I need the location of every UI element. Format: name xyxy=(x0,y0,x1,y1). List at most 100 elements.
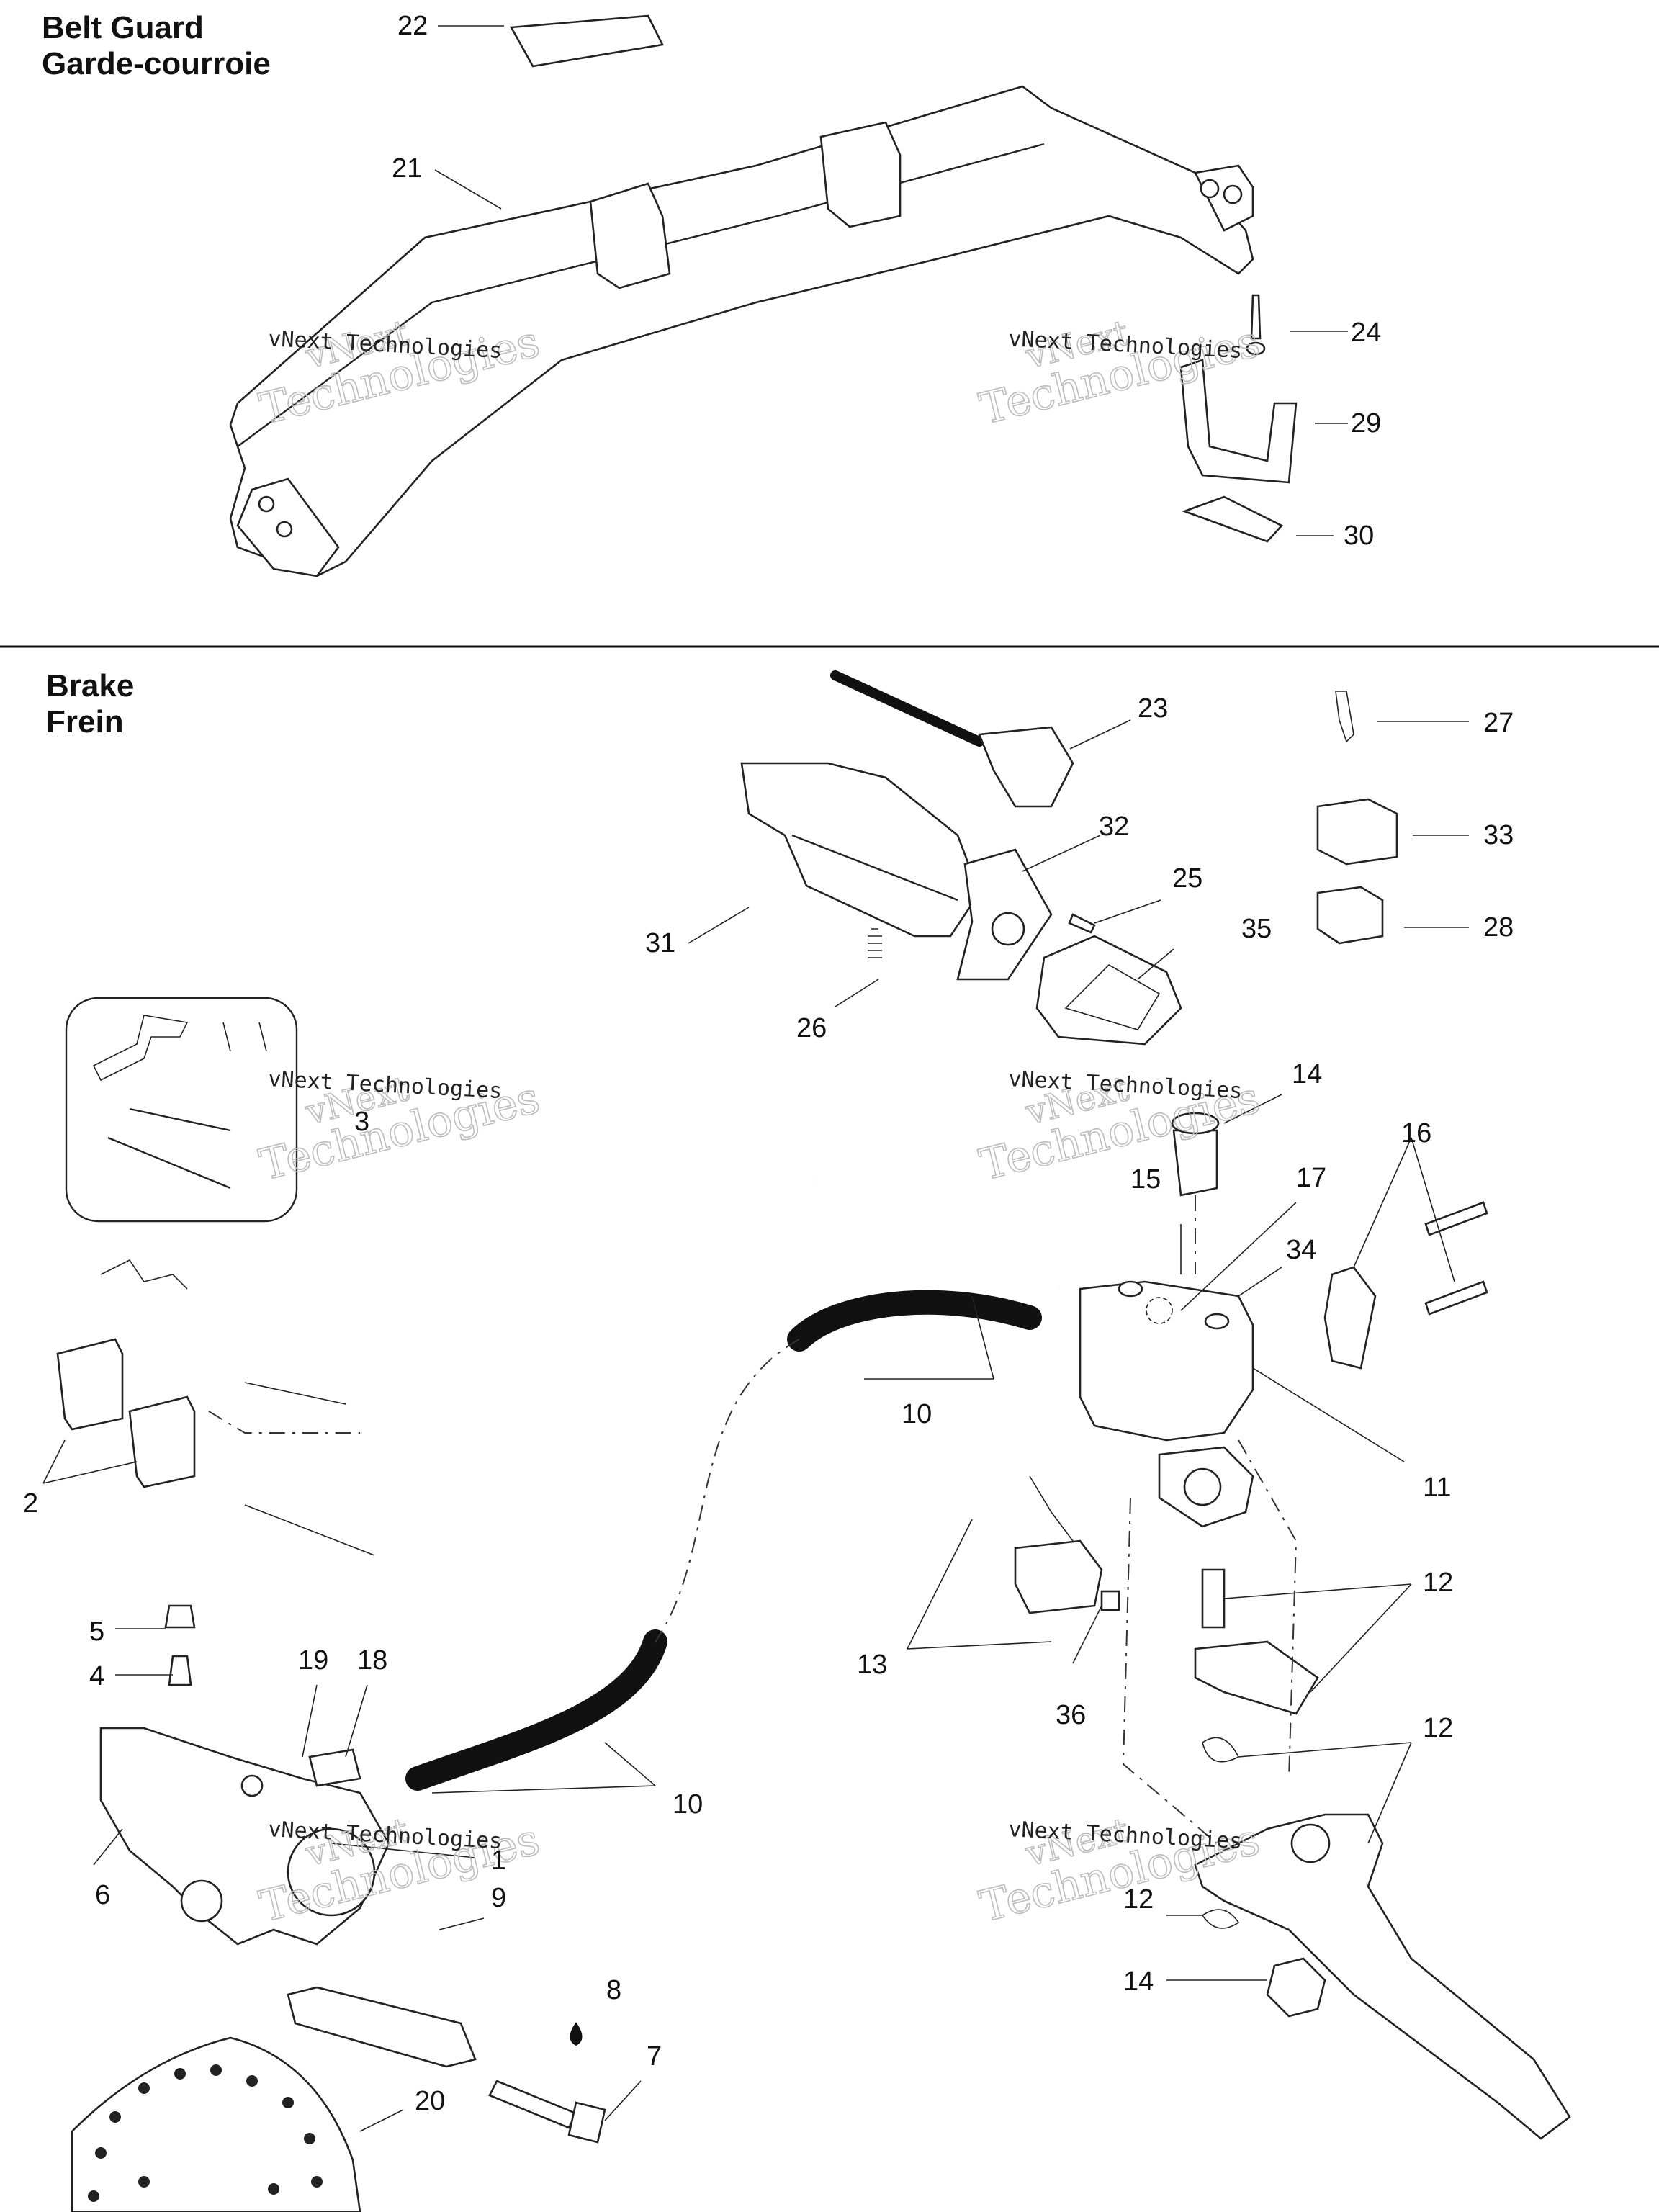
guard-hole-4 xyxy=(276,521,293,538)
callout-7: 7 xyxy=(647,2041,662,2072)
part-12-spring xyxy=(1202,1737,1240,1763)
callout-32: 32 xyxy=(1099,811,1129,842)
brake-lever-pivot xyxy=(1290,1823,1331,1863)
callout-2: 2 xyxy=(23,1488,38,1519)
part-17-diaphragm xyxy=(1146,1297,1173,1324)
callout-14-bottom: 14 xyxy=(1123,1966,1154,1997)
callout-12-a: 12 xyxy=(1423,1568,1453,1598)
part-2-pad-a xyxy=(56,1338,124,1431)
brake-title: Brake Frein xyxy=(46,668,134,740)
part-24-pin-head xyxy=(1246,341,1266,356)
part-22-decal xyxy=(509,14,664,68)
pad-pin-a xyxy=(244,1382,346,1405)
part-35-cover xyxy=(1035,935,1182,1046)
part-11-master-cylinder xyxy=(1079,1280,1254,1442)
callout-36: 36 xyxy=(1056,1700,1086,1730)
guard-clip-1 xyxy=(589,182,671,289)
part-14-nut xyxy=(1266,1957,1326,2018)
callout-10-lower: 10 xyxy=(673,1789,703,1820)
caliper-mount-hole xyxy=(180,1879,223,1923)
part-27-clip xyxy=(1335,691,1354,743)
callout-1: 1 xyxy=(491,1845,506,1876)
callout-30: 30 xyxy=(1344,521,1374,551)
callout-11: 11 xyxy=(1423,1473,1451,1503)
watermarks: vNext Technologies vNext Technologies vN… xyxy=(254,312,1265,1933)
part-16-screw-a xyxy=(1424,1201,1488,1236)
pad-pin-b xyxy=(244,1504,375,1556)
part-16-clamp xyxy=(1323,1266,1377,1370)
callout-6: 6 xyxy=(95,1880,110,1910)
part-12-pivot-bolt xyxy=(1201,1568,1226,1629)
callout-15: 15 xyxy=(1130,1164,1161,1195)
callout-34: 34 xyxy=(1286,1235,1316,1265)
callout-19: 19 xyxy=(298,1645,328,1676)
lever-assembly-dashed-2 xyxy=(1122,1497,1218,1844)
callout-9: 9 xyxy=(491,1883,506,1913)
callout-29: 29 xyxy=(1351,408,1381,439)
part-35-inner xyxy=(1064,964,1161,1030)
guard-hole-2 xyxy=(1223,184,1243,204)
part-32-hole xyxy=(991,912,1025,946)
part-20-brake-disc xyxy=(71,2036,361,2212)
callout-labels: 22 21 24 29 30 23 27 32 33 25 35 28 31 2… xyxy=(23,11,1514,2116)
housing-edge xyxy=(791,834,958,902)
part-28-connector xyxy=(1316,886,1384,945)
callout-12-c: 12 xyxy=(1123,1884,1154,1915)
reservoir-screw-2 xyxy=(1204,1313,1230,1330)
guard-clip-2 xyxy=(819,121,902,228)
part-13-brake-switch xyxy=(1014,1539,1103,1614)
part-7-bolt xyxy=(488,2080,577,2129)
callout-14-top: 14 xyxy=(1292,1059,1322,1089)
callout-24: 24 xyxy=(1351,318,1381,348)
callout-22: 22 xyxy=(397,11,428,41)
part-5-cap xyxy=(164,1604,196,1629)
callout-27: 27 xyxy=(1483,708,1514,738)
callout-10-upper: 10 xyxy=(902,1399,932,1429)
part-30-plate xyxy=(1182,495,1284,543)
callout-35: 35 xyxy=(1241,914,1272,944)
part-26-spring xyxy=(868,928,882,958)
callout-26: 26 xyxy=(796,1013,827,1043)
part-31-housing xyxy=(740,762,981,938)
caliper-bleed-hole xyxy=(240,1774,264,1797)
callout-17: 17 xyxy=(1296,1163,1326,1193)
part-3-pin-a xyxy=(92,1015,189,1082)
lever-assembly-dashed xyxy=(1238,1439,1298,1779)
belt-guard-title: Belt Guard Garde-courroie xyxy=(42,10,271,82)
part-36-plunger xyxy=(1100,1590,1120,1611)
guard-hole-1 xyxy=(1200,179,1220,199)
part-10-hose-lower xyxy=(405,1629,667,1791)
part-12-circlip xyxy=(1202,1909,1240,1929)
part-7-bolt-head xyxy=(567,2101,606,2144)
hose-routing-dashed xyxy=(655,1339,800,1642)
callout-31: 31 xyxy=(645,928,675,958)
callout-16: 16 xyxy=(1401,1118,1431,1148)
brake-lever xyxy=(1194,1813,1571,2140)
leader-lines xyxy=(42,25,1469,2132)
part-10-hose-upper xyxy=(787,1290,1042,1352)
brake-assembly xyxy=(56,670,1571,2212)
part-16-screw-b xyxy=(1424,1280,1488,1316)
callout-20: 20 xyxy=(415,2086,445,2116)
callout-8: 8 xyxy=(606,1975,621,2005)
belt-guard-assembly xyxy=(229,14,1298,577)
callout-18: 18 xyxy=(357,1645,387,1676)
callout-21: 21 xyxy=(392,153,422,184)
callout-3: 3 xyxy=(354,1107,369,1137)
part-3-inset-box xyxy=(65,997,298,1223)
part-4-bleeder xyxy=(168,1655,192,1686)
part-18-banjo xyxy=(308,1748,361,1787)
callout-23: 23 xyxy=(1138,693,1168,724)
brake-title-fr: Frein xyxy=(46,704,124,739)
part-23-wire xyxy=(830,670,984,747)
lever-mount-hole xyxy=(1183,1467,1222,1506)
callout-33: 33 xyxy=(1483,820,1514,850)
hose-clear-inner xyxy=(449,1168,1063,1354)
belt-guard-title-en: Belt Guard xyxy=(42,10,204,45)
switch-wire xyxy=(1029,1475,1074,1542)
part-29-bracket xyxy=(1179,359,1298,484)
part-12-adjuster xyxy=(1194,1640,1319,1715)
part-15-cap-top xyxy=(1171,1112,1220,1135)
